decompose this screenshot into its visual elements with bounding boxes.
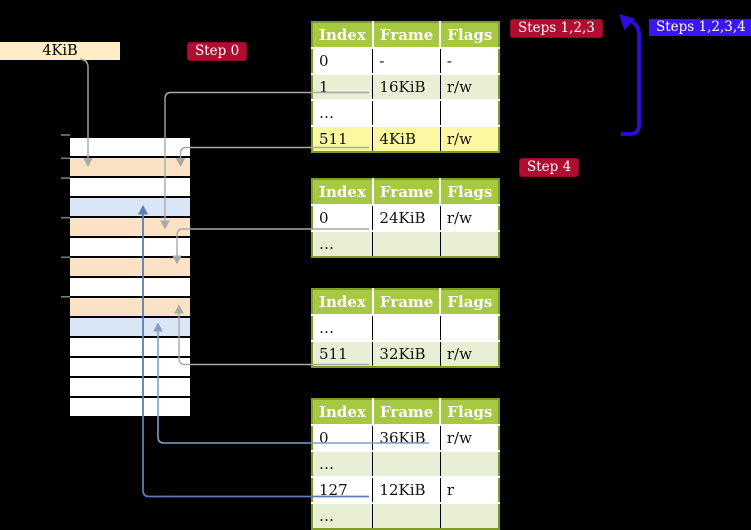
- table-row: 0 24KiB r/w: [312, 205, 500, 232]
- memory-frame-row-blue: [70, 318, 190, 338]
- memory-frame-row-orange: [70, 258, 190, 278]
- table-cell: [372, 315, 441, 342]
- table-cell: -: [372, 48, 441, 75]
- table-cell: [440, 100, 500, 127]
- memory-frame-row-orange: [70, 218, 190, 238]
- table-cell: …: [312, 451, 374, 478]
- table-row: …: [312, 503, 500, 529]
- table-cell: …: [312, 231, 374, 257]
- memory-frame-row-orange: [70, 298, 190, 318]
- table-cell: r/w: [440, 425, 500, 452]
- table-header-row: Index Frame Flags: [312, 179, 500, 206]
- table-row: …: [312, 451, 500, 478]
- memory-frame-row-white: [70, 378, 190, 398]
- table-cell: [372, 100, 441, 127]
- table-cell: 1: [312, 74, 374, 101]
- memory-frame-row-white: [70, 278, 190, 298]
- table-cell: …: [312, 315, 374, 342]
- table-cell: -: [440, 48, 500, 75]
- table-cell: [372, 503, 441, 529]
- memory-frame-row-white: [70, 398, 190, 416]
- memory-frame-row-white: [70, 238, 190, 258]
- table-row: 0 - -: [312, 48, 500, 75]
- page-table-1: Index Frame Flags 0 - - 1 16KiB r/w … 51…: [311, 21, 501, 153]
- column-header: Index: [312, 289, 374, 316]
- page-table-4: Index Frame Flags 0 36KiB r/w … 127 12Ki…: [311, 398, 501, 530]
- memory-frame-row-white: [70, 138, 190, 158]
- table-cell: [440, 451, 500, 478]
- table-cell: [372, 231, 441, 257]
- memory-frame-row-blue: [70, 198, 190, 218]
- table-cell: 32KiB: [372, 341, 441, 367]
- table-cell: 0: [312, 425, 374, 452]
- column-header: Frame: [372, 22, 442, 49]
- table-row-highlighted: 511 4KiB r/w: [312, 126, 500, 152]
- column-header: Frame: [372, 399, 442, 426]
- column-header: Index: [312, 22, 374, 49]
- table-cell: 511: [312, 341, 374, 367]
- table-cell: 12KiB: [372, 477, 441, 504]
- table-cell: 4KiB: [372, 126, 441, 152]
- memory-frame-row-white: [70, 338, 190, 358]
- table-cell: [440, 315, 500, 342]
- physical-memory-column: [70, 138, 190, 416]
- table-row: 127 12KiB r: [312, 477, 500, 504]
- table-row: …: [312, 315, 500, 342]
- table-header-row: Index Frame Flags: [312, 399, 500, 426]
- table-cell: 16KiB: [372, 74, 441, 101]
- table-cell: …: [312, 503, 374, 529]
- table-row: 1 16KiB r/w: [312, 74, 500, 101]
- table-cell: 0: [312, 205, 374, 232]
- table-cell: r/w: [440, 341, 500, 367]
- table-cell: …: [312, 100, 374, 127]
- column-header: Index: [312, 179, 374, 206]
- steps-loop-arrow: [621, 18, 641, 136]
- column-header: Flags: [440, 289, 500, 316]
- steps-loop-arrowhead: [619, 14, 635, 31]
- step4-label: Step 4: [519, 158, 580, 177]
- table-row: …: [312, 231, 500, 257]
- column-header: Flags: [440, 179, 500, 206]
- table-cell: 36KiB: [372, 425, 441, 452]
- table-header-row: Index Frame Flags: [312, 289, 500, 316]
- table-row: 0 36KiB r/w: [312, 425, 500, 452]
- column-header: Index: [312, 399, 374, 426]
- table-cell: r/w: [440, 205, 500, 232]
- table-cell: [440, 503, 500, 529]
- memory-tick-marks: [61, 134, 70, 298]
- table-cell: r/w: [440, 74, 500, 101]
- step0-label: Step 0: [187, 42, 248, 61]
- page-table-2: Index Frame Flags 0 24KiB r/w …: [311, 178, 501, 258]
- column-header: Flags: [440, 399, 500, 426]
- table-row: …: [312, 100, 500, 127]
- memory-frame-row-white: [70, 358, 190, 378]
- table-cell: 24KiB: [372, 205, 441, 232]
- table-cell: [372, 451, 441, 478]
- table-cell: r/w: [440, 126, 500, 152]
- steps1234-label: Steps 1,2,3,4: [649, 19, 751, 36]
- table-cell: 127: [312, 477, 374, 504]
- table-cell: r: [440, 477, 500, 504]
- steps123-label: Steps 1,2,3: [510, 19, 603, 38]
- memory-frame-row-white: [70, 178, 190, 198]
- table-cell: 511: [312, 126, 374, 152]
- column-header: Frame: [372, 289, 442, 316]
- page-table-3: Index Frame Flags … 511 32KiB r/w: [311, 288, 501, 368]
- column-header: Flags: [440, 22, 500, 49]
- table-header-row: Index Frame Flags: [312, 22, 500, 49]
- memory-frame-row-orange: [70, 158, 190, 178]
- table-cell: [440, 231, 500, 257]
- column-header: Frame: [372, 179, 442, 206]
- frame-size-label: 4KiB: [0, 42, 120, 60]
- table-cell: 0: [312, 48, 374, 75]
- table-row: 511 32KiB r/w: [312, 341, 500, 367]
